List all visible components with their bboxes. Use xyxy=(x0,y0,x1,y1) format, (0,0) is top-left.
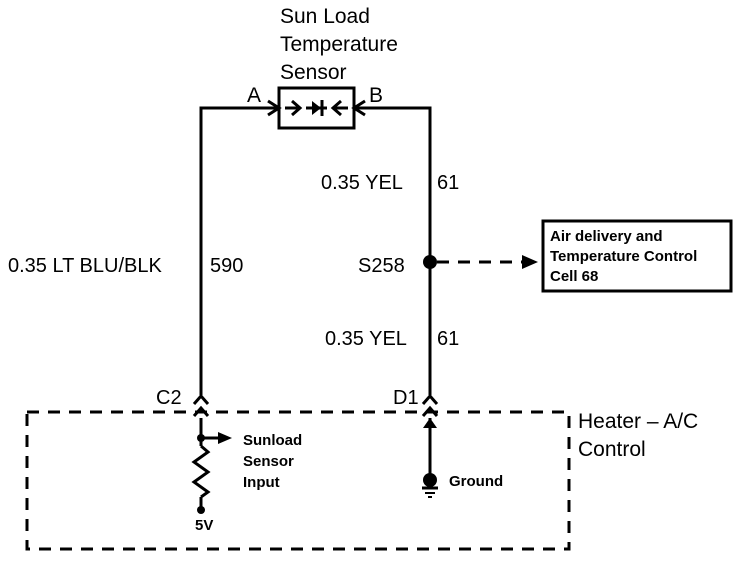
ground-label: Ground xyxy=(449,473,503,490)
input-label-line1: Sunload xyxy=(243,432,302,449)
ground-icon xyxy=(422,486,438,498)
pin-b-label: B xyxy=(369,84,383,107)
wire-61 xyxy=(354,106,432,395)
input-label-line2: Sensor xyxy=(243,453,294,470)
wire-590 xyxy=(199,106,279,395)
pin-a-label: A xyxy=(247,84,261,107)
sensor-title-line3: Sensor xyxy=(280,61,347,84)
supply-dot xyxy=(197,506,205,514)
reference-arrow-icon xyxy=(522,255,538,269)
reference-line3: Cell 68 xyxy=(550,268,598,285)
reference-line1: Air delivery and xyxy=(550,228,663,245)
pin-a-terminal xyxy=(267,99,282,117)
reference-line2: Temperature Control xyxy=(550,248,697,265)
right-upper-wire-label: 0.35 YEL xyxy=(321,172,403,194)
pin-c2-label: C2 xyxy=(156,387,182,409)
left-wire-label: 0.35 LT BLU/BLK xyxy=(8,255,162,277)
module-name-line1: Heater – A/C xyxy=(578,410,698,433)
ground-junction-dot xyxy=(423,473,437,487)
reference-box xyxy=(541,219,733,293)
right-lower-wire-label: 0.35 YEL xyxy=(325,328,407,350)
pin-d1-connector xyxy=(421,393,439,405)
module-name-line2: Control xyxy=(578,438,646,461)
pin-d1-label: D1 xyxy=(393,387,419,409)
pin-c2-connector xyxy=(192,393,210,405)
splice-dot xyxy=(423,255,437,269)
pull-up-resistor-icon xyxy=(191,444,211,499)
right-upper-circuit-label: 61 xyxy=(437,172,459,194)
left-circuit-label: 590 xyxy=(210,255,243,277)
pin-b-terminal xyxy=(351,99,366,117)
splice-label: S258 xyxy=(358,255,405,277)
supply-voltage-label: 5V xyxy=(195,517,213,534)
module-outline xyxy=(25,410,571,551)
sensor-title-line2: Temperature xyxy=(280,33,398,56)
sunload-input-arrow-icon xyxy=(218,432,232,444)
right-lower-circuit-label: 61 xyxy=(437,328,459,350)
ground-arrow-icon xyxy=(423,418,437,428)
sensor-title-line1: Sun Load xyxy=(280,5,370,28)
input-label-line3: Input xyxy=(243,474,280,491)
sun-load-sensor-symbol xyxy=(277,86,356,130)
